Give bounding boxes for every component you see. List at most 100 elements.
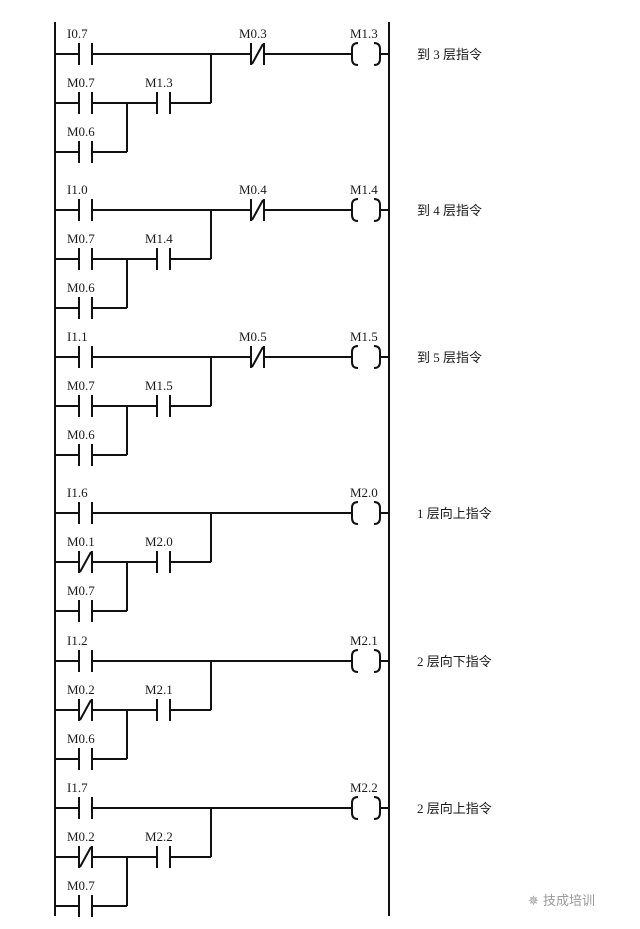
rung-comment: 2 层向上指令 [417, 801, 492, 816]
contact-label: M2.2 [145, 829, 173, 844]
normally-open-contact: M0.7 [67, 231, 95, 270]
rung-comment: 2 层向下指令 [417, 654, 492, 669]
contact-label: I1.7 [67, 780, 88, 795]
contact-label: M0.6 [67, 124, 95, 139]
wechat-icon: ✵ [528, 894, 539, 909]
normally-open-contact: M0.6 [67, 731, 95, 770]
coil-bracket-left [351, 796, 359, 820]
watermark: ✵ 技成培训 [528, 890, 595, 909]
contact-slash [79, 699, 92, 721]
coil-bracket-right [373, 198, 381, 222]
normally-open-contact: M0.6 [67, 427, 95, 466]
contact-label: M1.5 [145, 378, 173, 393]
coil-bracket-left [351, 198, 359, 222]
output-coil: M1.3 [350, 26, 381, 66]
contact-label: M0.7 [67, 878, 95, 893]
contact-label: M1.4 [145, 231, 173, 246]
contact-label: M0.1 [67, 534, 95, 549]
normally-open-contact: I1.0 [67, 182, 93, 221]
contact-label: M0.2 [67, 829, 95, 844]
contact-label: M0.5 [239, 329, 267, 344]
normally-open-contact: M0.7 [67, 378, 95, 417]
coil-bracket-left [351, 649, 359, 673]
normally-open-contact: M0.7 [67, 75, 95, 114]
normally-open-contact: M1.3 [145, 75, 173, 114]
contact-label: M0.6 [67, 427, 95, 442]
normally-open-contact: I1.1 [67, 329, 93, 368]
rung-comment: 到 4 层指令 [417, 203, 482, 218]
output-coil: M2.2 [350, 780, 381, 820]
contact-label: M2.0 [145, 534, 173, 549]
contact-label: M0.7 [67, 231, 95, 246]
rung-comment: 1 层向上指令 [417, 506, 492, 521]
coil-bracket-right [373, 796, 381, 820]
normally-open-contact: M1.4 [145, 231, 173, 270]
coil-bracket-right [373, 42, 381, 66]
output-coil: M2.0 [350, 485, 381, 525]
contact-slash [251, 199, 264, 221]
normally-closed-contact: M0.2 [67, 829, 95, 868]
coil-label: M1.3 [350, 26, 378, 41]
output-coil: M1.4 [350, 182, 381, 222]
normally-open-contact: I1.2 [67, 633, 93, 672]
coil-bracket-left [351, 42, 359, 66]
normally-open-contact: M2.1 [145, 682, 173, 721]
contact-label: M1.3 [145, 75, 173, 90]
normally-open-contact: M0.6 [67, 280, 95, 319]
normally-open-contact: I1.7 [67, 780, 93, 819]
normally-open-contact: I0.7 [67, 26, 93, 65]
coil-bracket-right [373, 649, 381, 673]
contact-label: M0.7 [67, 378, 95, 393]
contact-label: I0.7 [67, 26, 88, 41]
output-coil: M1.5 [350, 329, 381, 369]
normally-open-contact: M2.0 [145, 534, 173, 573]
contact-label: M0.6 [67, 280, 95, 295]
contact-slash [79, 551, 92, 573]
contact-label: M2.1 [145, 682, 173, 697]
coil-label: M2.2 [350, 780, 378, 795]
normally-closed-contact: M0.2 [67, 682, 95, 721]
coil-bracket-right [373, 345, 381, 369]
contact-slash [251, 43, 264, 65]
normally-open-contact: M2.2 [145, 829, 173, 868]
coil-label: M2.0 [350, 485, 378, 500]
coil-label: M2.1 [350, 633, 378, 648]
rung-comment: 到 3 层指令 [417, 47, 482, 62]
normally-open-contact: I1.6 [67, 485, 93, 524]
normally-open-contact: M0.7 [67, 583, 95, 622]
normally-open-contact: M1.5 [145, 378, 173, 417]
contact-label: I1.2 [67, 633, 88, 648]
normally-closed-contact: M0.4 [239, 182, 267, 221]
contact-label: I1.0 [67, 182, 88, 197]
coil-bracket-left [351, 501, 359, 525]
coil-bracket-right [373, 501, 381, 525]
normally-closed-contact: M0.1 [67, 534, 95, 573]
contact-label: M0.3 [239, 26, 267, 41]
contact-label: M0.6 [67, 731, 95, 746]
contact-label: I1.6 [67, 485, 88, 500]
contact-label: M0.7 [67, 75, 95, 90]
coil-label: M1.5 [350, 329, 378, 344]
coil-bracket-left [351, 345, 359, 369]
contact-slash [251, 346, 264, 368]
contact-slash [79, 846, 92, 868]
normally-closed-contact: M0.5 [239, 329, 267, 368]
coil-label: M1.4 [350, 182, 378, 197]
contact-label: M0.2 [67, 682, 95, 697]
normally-open-contact: M0.7 [67, 878, 95, 917]
normally-open-contact: M0.6 [67, 124, 95, 163]
watermark-text: 技成培训 [543, 894, 596, 909]
rung-comment: 到 5 层指令 [417, 350, 482, 365]
contact-label: M0.4 [239, 182, 267, 197]
contact-label: I1.1 [67, 329, 88, 344]
output-coil: M2.1 [350, 633, 381, 673]
normally-closed-contact: M0.3 [239, 26, 267, 65]
